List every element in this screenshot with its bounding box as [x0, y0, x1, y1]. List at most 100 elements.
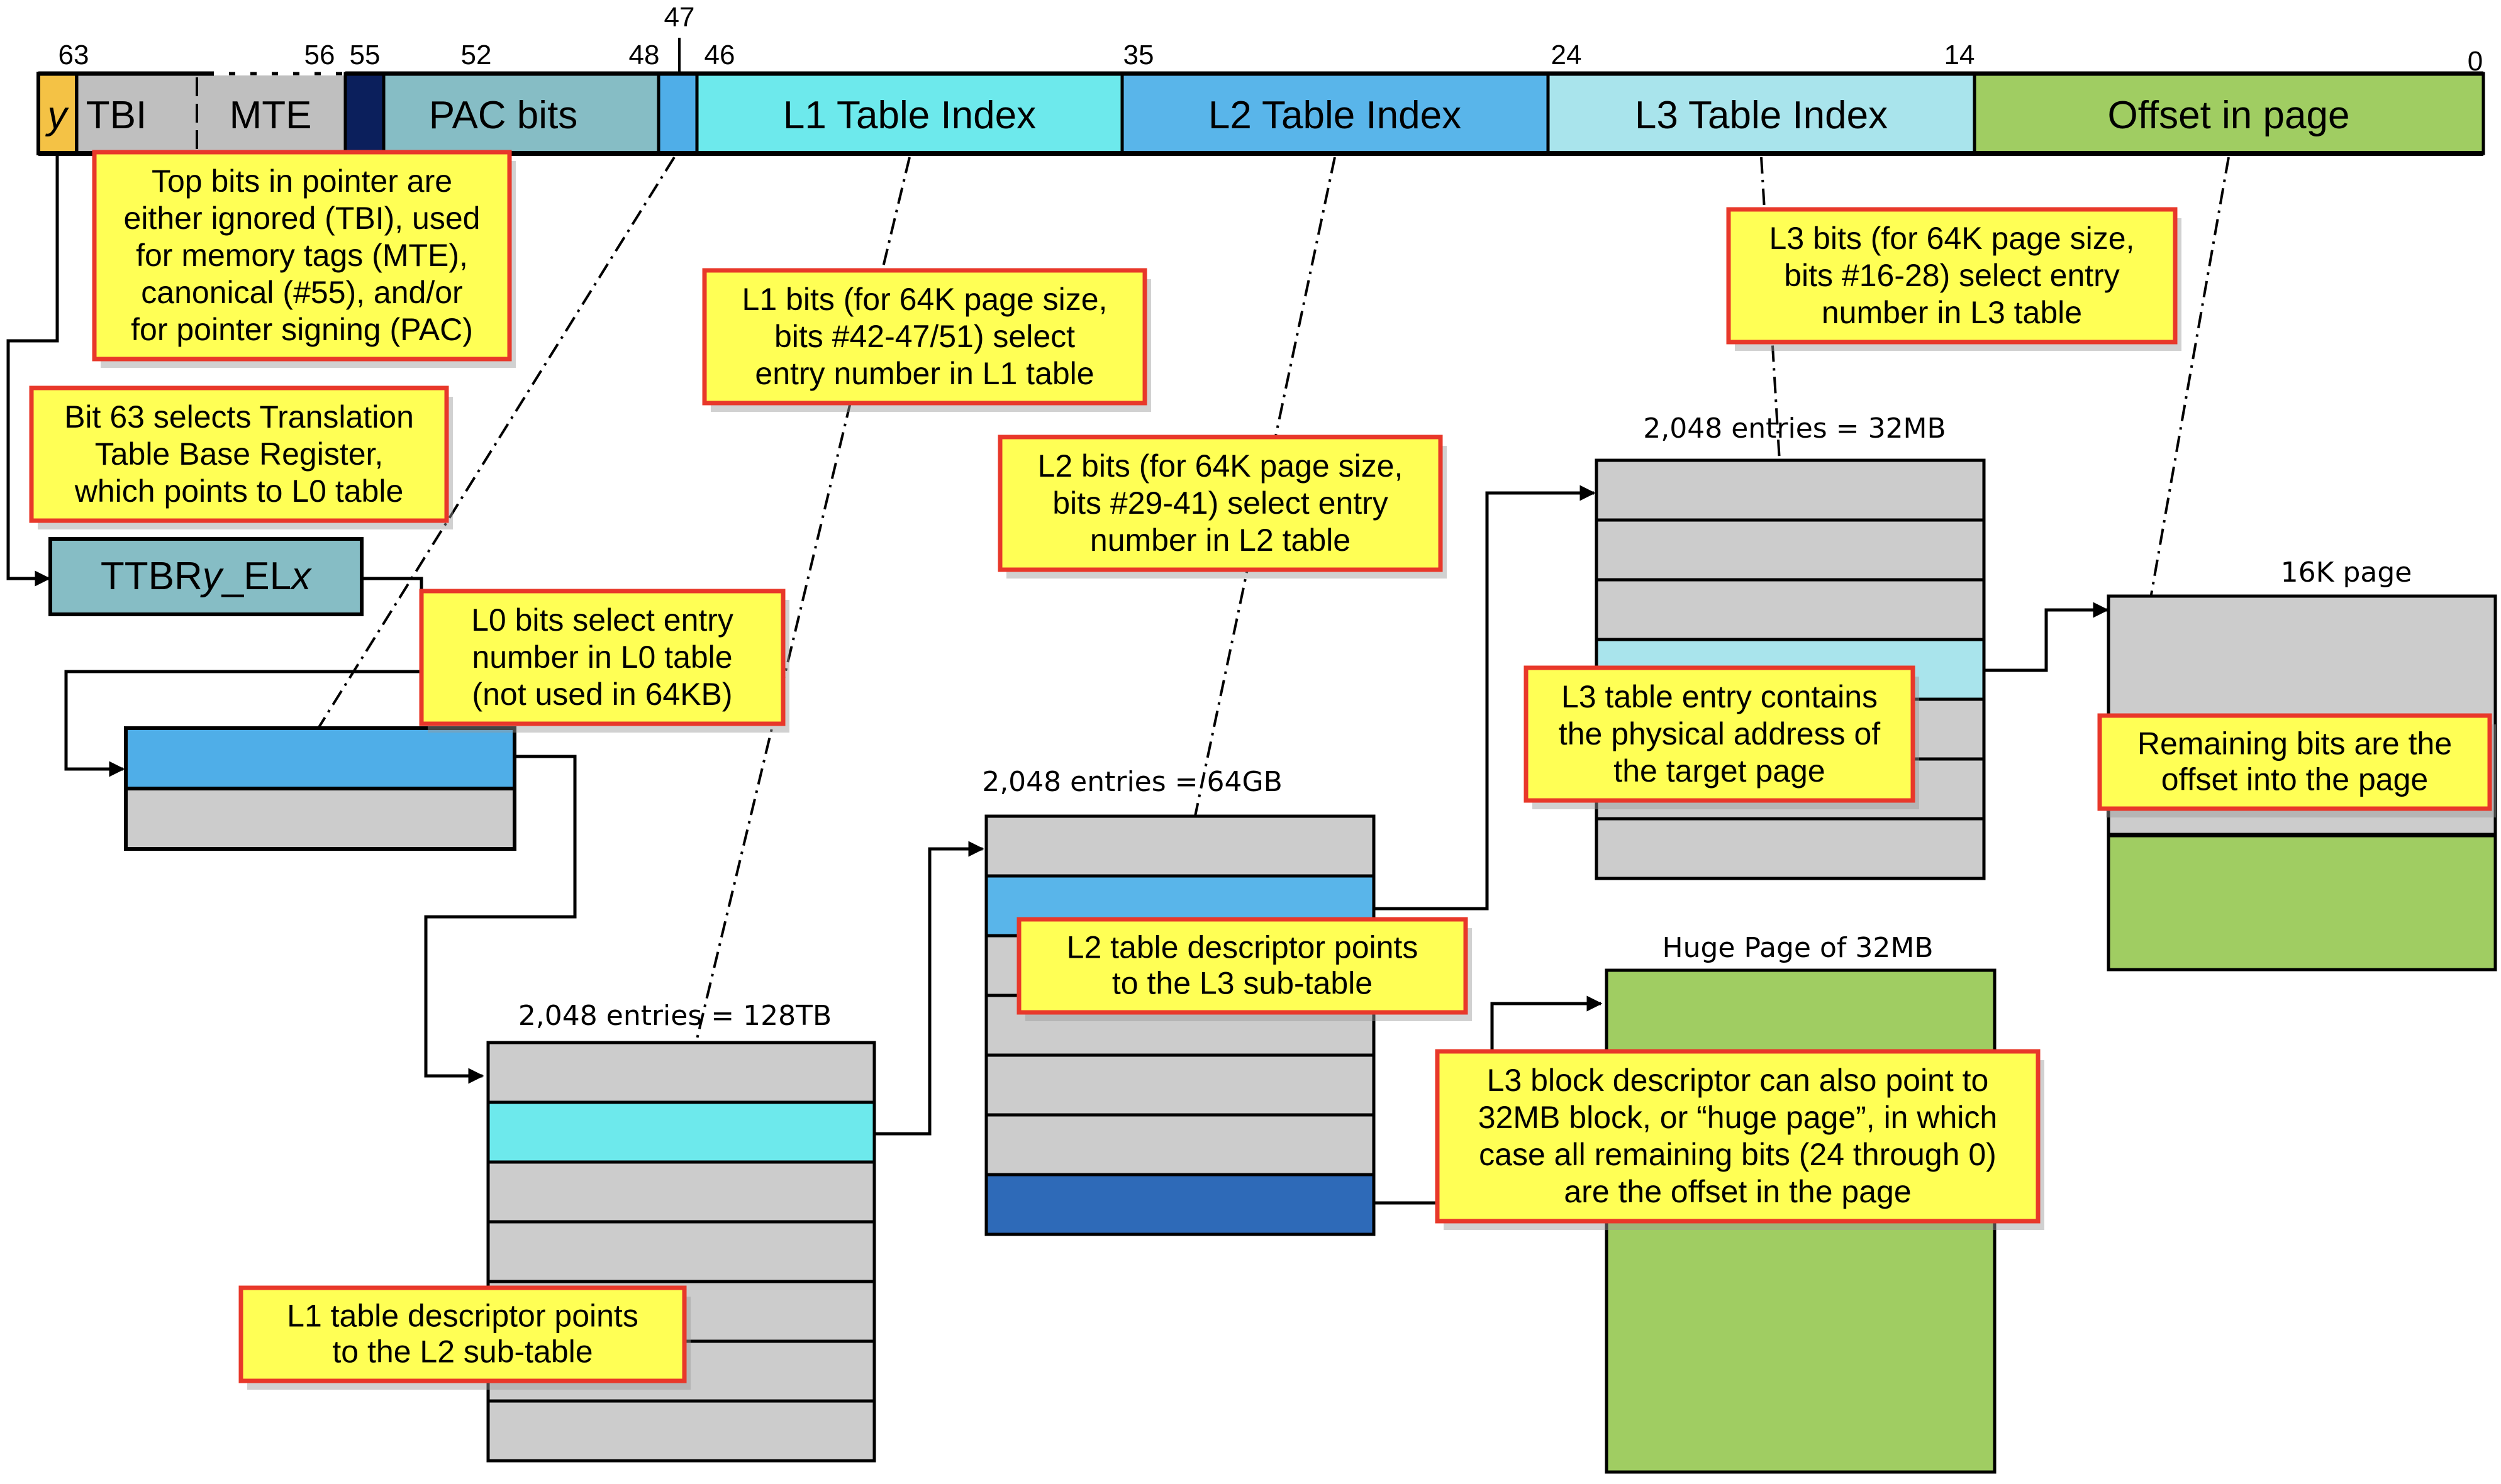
l1-table-entry: [486, 1160, 876, 1224]
l3-table-entry: [1595, 578, 1986, 641]
note-line: the target page: [1613, 753, 1825, 789]
note-line: number in L3 table: [1822, 295, 2082, 330]
l1-table-entry: [486, 1041, 876, 1104]
huge-page-caption: Huge Page of 32MB: [1663, 932, 1934, 964]
note-line: L3 bits (for 64K page size,: [1769, 221, 2135, 256]
note-line: L2 bits (for 64K page size,: [1038, 448, 1403, 484]
connectors: [6, 153, 2109, 1205]
segment-label-l3: L3 Table Index: [1635, 94, 1888, 137]
segment-label-l1: L1 Table Index: [783, 94, 1036, 137]
note-line: bits #16-28) select entry: [1784, 258, 2120, 293]
segment-label-tbi: TBI: [86, 94, 147, 137]
note-line: bits #42-47/51) select: [774, 319, 1075, 354]
note-line: either ignored (TBI), used: [124, 201, 481, 236]
note-line: (not used in 64KB): [472, 677, 732, 712]
segment-l0-index: [657, 72, 699, 155]
bit-number-56: 56: [304, 40, 335, 70]
ttbr-register: TTBRy_ELx: [48, 537, 364, 616]
note-line: the physical address of: [1559, 716, 1881, 751]
segment-label-pac: PAC bits: [429, 94, 578, 137]
note-line: for memory tags (MTE),: [136, 238, 468, 273]
note-l3-block: L3 block descriptor can also point to32M…: [1435, 1049, 2044, 1230]
note-line: for pointer signing (PAC): [131, 312, 473, 347]
note-line: L2 table descriptor points: [1067, 929, 1418, 965]
note-line: L1 bits (for 64K page size,: [742, 282, 1108, 317]
note-line: Top bits in pointer are: [152, 163, 452, 199]
note-line: which points to L0 table: [74, 473, 404, 509]
note-line: Table Base Register,: [95, 436, 384, 472]
l3-table-entry: [1595, 518, 1986, 582]
connector-ttbr-to-l0: [64, 577, 423, 777]
connector-l2-to-l3: [1374, 485, 1596, 911]
note-line: 32MB block, or “huge page”, in which: [1478, 1100, 1997, 1135]
note-line: case all remaining bits (24 through 0): [1479, 1137, 1997, 1172]
connector-select-to-ttbr: [6, 153, 59, 587]
note-line: Remaining bits are the: [2137, 726, 2452, 761]
note-line: number in L2 table: [1090, 523, 1351, 558]
l3-table-caption: 2,048 entries = 32MB: [1643, 413, 1946, 445]
l0-table: [124, 726, 516, 851]
note-line: to the L2 sub-table: [332, 1334, 593, 1369]
segment-label-offset: Offset in page: [2108, 94, 2350, 137]
l0-entry: [124, 787, 516, 851]
segment-label-y: y: [45, 94, 70, 137]
l1-table-entry: [486, 1399, 876, 1463]
segment-canonical-bit: [343, 72, 386, 155]
note-line: Bit 63 selects Translation: [64, 399, 414, 435]
note-line: bits #29-41) select entry: [1052, 485, 1388, 521]
l3-table-entry: [1595, 458, 1986, 522]
bit-number-55: 55: [350, 40, 381, 70]
note-line: L3 block descriptor can also point to: [1487, 1063, 1989, 1098]
connector-l1-to-l2: [874, 841, 984, 1136]
note-line: offset into the page: [2161, 761, 2428, 797]
segment-label-mte: MTE: [230, 94, 312, 137]
connector-l0-to-l1: [424, 755, 577, 1084]
l2-table-entry: [984, 1113, 1376, 1177]
ttbr-label: TTBRy_ELx: [101, 555, 312, 598]
note-line: to the L3 sub-table: [1112, 965, 1373, 1000]
page-offset-region: [2107, 833, 2497, 972]
bit-number-48: 48: [629, 40, 660, 70]
segment-l1-index: [695, 72, 1124, 155]
segment-l3-index: [1546, 72, 1976, 155]
bit-number-63: 63: [58, 40, 89, 70]
bit-number-35: 35: [1123, 40, 1154, 70]
l2-table-entry: [984, 814, 1376, 878]
segment-offset: [1973, 72, 2485, 155]
l1-table: [486, 1041, 876, 1463]
leader-l2: [1181, 157, 1336, 876]
bit-number-47: 47: [664, 2, 695, 33]
segment-label-l2: L2 Table Index: [1208, 94, 1461, 137]
note-line: L3 table entry contains: [1561, 679, 1878, 714]
note-line: L1 table descriptor points: [287, 1298, 638, 1333]
note-line: number in L0 table: [472, 640, 732, 675]
page-caption: 16K page: [2281, 556, 2412, 589]
l2-table-entry: [984, 1053, 1376, 1117]
note-l2-bits: L2 bits (for 64K page size,bits #29-41) …: [998, 435, 1447, 579]
l1-table-caption: 2,048 entries = 128TB: [518, 1000, 832, 1032]
l2-table-caption: 2,048 entries = 64GB: [982, 766, 1283, 798]
note-l3-bits: L3 bits (for 64K page size,bits #16-28) …: [1726, 207, 2181, 351]
virtual-address-bar: y TBI MTE PAC bits L1 Table Index L2 Tab…: [36, 2, 2485, 156]
note-line: L0 bits select entry: [471, 602, 733, 638]
note-line: entry number in L1 table: [755, 356, 1094, 391]
l1-table-entry: [486, 1220, 876, 1283]
note-line: canonical (#55), and/or: [141, 275, 462, 310]
l2-table-entry: [984, 1173, 1376, 1236]
note-l1-bits: L1 bits (for 64K page size,bits #42-47/5…: [702, 268, 1151, 412]
l0-entry-selected: [124, 726, 516, 790]
bit-number-14: 14: [1944, 40, 1975, 70]
note-line: are the offset in the page: [1564, 1174, 1911, 1209]
bit-number-0: 0: [2468, 46, 2483, 77]
l2-table: [984, 814, 1376, 1236]
l3-table-entry: [1595, 817, 1986, 880]
segment-pac: [382, 72, 660, 155]
